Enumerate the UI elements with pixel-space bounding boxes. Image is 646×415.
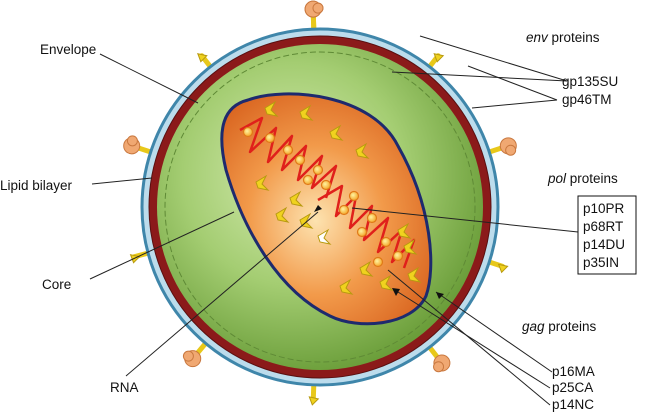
nucleocapsid-dot [392, 250, 404, 262]
nucleocapsid-dot [282, 144, 294, 156]
nucleocapsid-dot [302, 174, 314, 186]
core-label: Core [42, 277, 71, 292]
nucleocapsid-dot [320, 179, 332, 191]
rna-strand-upper [239, 116, 338, 199]
nucleocapsid-dot [312, 164, 324, 176]
nucleocapsid-dot [372, 256, 384, 268]
pol-proteins-heading: pol proteins [547, 171, 618, 186]
core-protein [397, 222, 412, 239]
core-protein [403, 238, 418, 255]
spike-head-lobe [433, 361, 445, 373]
spike-tip [433, 53, 445, 63]
core-protein [329, 124, 344, 141]
core-protein [359, 260, 374, 277]
nucleocapsid-dot [264, 132, 276, 144]
env-proteins-heading: env proteins [526, 30, 600, 45]
pol-item-p35in: p35IN [583, 255, 619, 270]
env-item-gp46tm: gp46TM [562, 92, 612, 107]
env-heading-italic: env [526, 30, 549, 45]
gag-proteins-heading: gag proteins [522, 319, 597, 334]
pol-heading-rest: proteins [566, 171, 618, 186]
core-protein [339, 278, 354, 295]
pol-heading-italic: pol [547, 171, 567, 186]
nucleocapsid-dot [338, 204, 350, 216]
spike-tip [308, 396, 320, 406]
nucleocapsid-dot [348, 190, 360, 202]
core-protein [275, 206, 290, 223]
matrix-dashed-line [164, 51, 476, 363]
pol-item-p10pr: p10PR [583, 201, 625, 216]
rna-pointer [125, 211, 319, 377]
pol-box-pointer [351, 207, 579, 233]
spike-tip [497, 263, 509, 274]
spike-head-lobe [126, 135, 138, 147]
rna-arrowhead [314, 205, 322, 212]
spike-head-lobe [182, 350, 194, 362]
pointer-lines [89, 35, 579, 406]
arrow-heads [314, 205, 444, 299]
gag-p25-arrowhead [392, 288, 400, 296]
nucleocapsid-dot [294, 154, 306, 166]
core-protein [255, 174, 270, 191]
env-heading-rest: proteins [548, 30, 600, 45]
lipid-bilayer-label: Lipid bilayer [0, 178, 73, 193]
nucleocapsid-dot [366, 212, 378, 224]
nucleocapsid-dot [380, 236, 392, 248]
gag-p25-pointer [397, 291, 551, 389]
core-proteins [255, 100, 422, 295]
lipid-bilayer-pointer [91, 177, 153, 185]
spike-tip [129, 254, 141, 264]
pol-proteins-box [577, 195, 637, 275]
core-protein [317, 228, 332, 245]
core-protein [407, 266, 422, 283]
core-protein [289, 190, 304, 207]
pol-item-p14du: p14DU [583, 237, 625, 252]
gag-item-p14nc: p14NC [552, 397, 594, 412]
rna-label: RNA [110, 380, 139, 395]
nucleocapsid-dot [356, 226, 368, 238]
env-gp46-pointer-a [467, 65, 558, 101]
nucleocapsid-dots [242, 126, 404, 268]
gag-heading-italic: gag [522, 319, 545, 334]
rna-strand-lower [317, 184, 416, 269]
gag-p16-pointer [435, 291, 553, 373]
core-protein [299, 104, 314, 121]
spike-head-lobe [312, 2, 324, 14]
envelope-spike [479, 137, 517, 157]
core-protein [264, 100, 279, 117]
core-protein [355, 142, 370, 159]
spike-tip [197, 53, 208, 63]
gag-p16-arrowhead [436, 292, 444, 299]
core-pointer [89, 211, 235, 280]
envelope-pointer [99, 53, 199, 104]
env-gp135-pointer-b [391, 71, 568, 82]
spike-head-lobe [505, 144, 517, 156]
env-gp46-pointer-b [471, 99, 558, 109]
core-protein [379, 274, 394, 291]
envelope-label: Envelope [40, 42, 96, 57]
pol-item-p68rt: p68RT [583, 219, 623, 234]
gag-p14-pointer [387, 269, 551, 406]
gag-heading-rest: proteins [545, 319, 597, 334]
gag-item-p16ma: p16MA [552, 364, 595, 379]
env-item-gp135su: gp135SU [562, 74, 618, 89]
gag-item-p25ca: p25CA [552, 380, 593, 395]
nucleocapsid-dot [242, 126, 254, 138]
env-gp135-pointer-a [419, 35, 568, 82]
